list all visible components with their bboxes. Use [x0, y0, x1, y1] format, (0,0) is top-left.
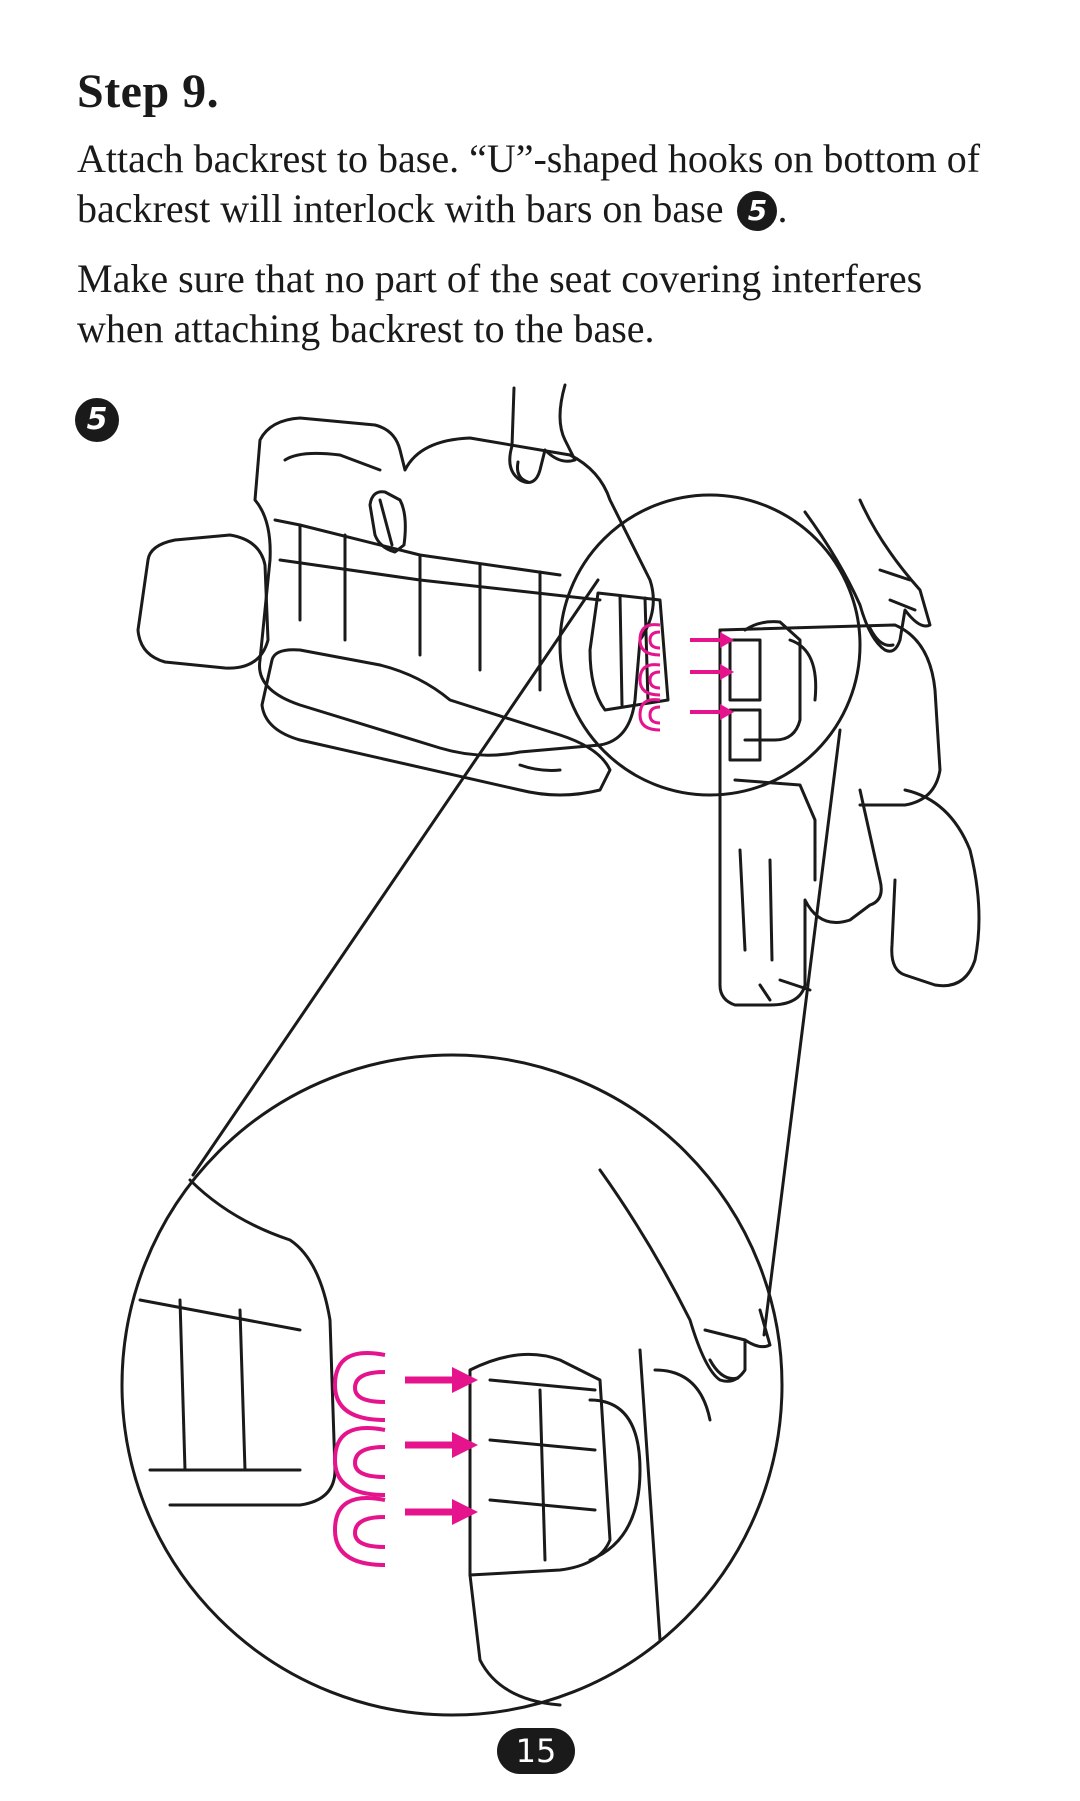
small-circle-detail [588, 591, 818, 762]
step-heading: Step 9. [77, 65, 220, 118]
hand-on-backrest-drawing [803, 498, 932, 653]
instruction-paragraph-1: Attach backrest to base. “U”-shaped hook… [77, 134, 997, 234]
hand-in-magnifier-drawing [598, 1168, 772, 1383]
large-circle-hooks [332, 1351, 386, 1567]
small-circle-hooks [638, 623, 661, 732]
instruction-text-1: Attach backrest to base. “U”-shaped hook… [77, 136, 981, 231]
large-magnifier-circle [120, 1053, 784, 1717]
figure-reference-badge: 5 [737, 191, 778, 231]
figure-label-badge: 5 [75, 398, 119, 442]
page-number: 15 [497, 1728, 575, 1774]
large-circle-arrows [405, 1367, 478, 1525]
booster-base-drawing [136, 416, 655, 797]
magnifier-connector-right [762, 728, 842, 1337]
instruction-paragraph-2: Make sure that no part of the seat cover… [77, 256, 923, 351]
magnifier-connector-left [191, 578, 600, 1177]
small-magnifier-circle [558, 493, 862, 797]
small-circle-arrows [690, 632, 734, 720]
large-circle-detail [138, 1178, 712, 1707]
instruction-period: . [777, 186, 788, 231]
hand-holding-base-drawing [508, 383, 577, 484]
